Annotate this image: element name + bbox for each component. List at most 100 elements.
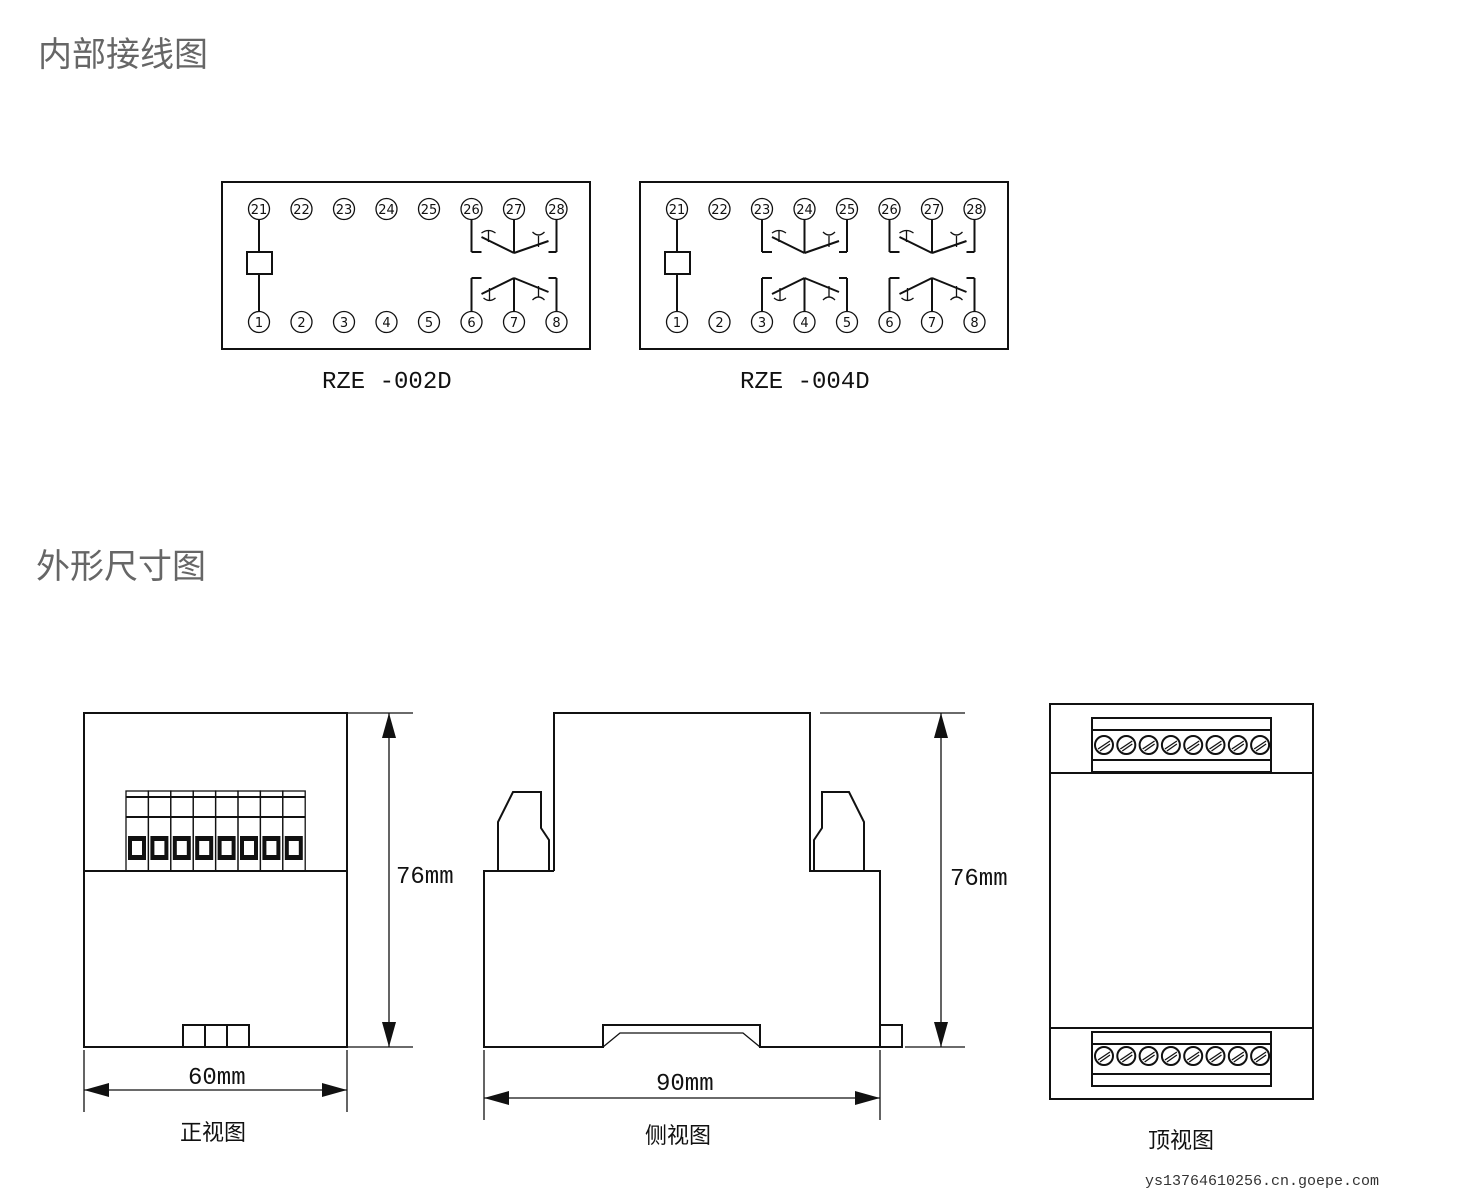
pin-label-6: 6 bbox=[885, 316, 893, 331]
front-view: 76mm 60mm 正视图 bbox=[83, 712, 454, 1146]
screw-slot bbox=[1231, 1051, 1245, 1063]
terminal-window bbox=[132, 841, 142, 855]
coil-icon bbox=[246, 251, 273, 275]
switch-blade bbox=[771, 277, 805, 295]
front-terminal bbox=[237, 790, 262, 872]
terminal-window bbox=[199, 841, 210, 855]
screw-slot bbox=[1231, 740, 1245, 752]
pin-circle bbox=[545, 197, 568, 221]
wiring-section-title: 内部接线图 bbox=[38, 35, 208, 75]
strip-frame bbox=[1091, 717, 1272, 773]
pin-label-8: 8 bbox=[970, 316, 978, 331]
pin-circle bbox=[793, 197, 816, 221]
pin-label-28: 28 bbox=[966, 203, 983, 218]
terminal-window bbox=[244, 841, 254, 855]
front-terminal bbox=[282, 790, 306, 872]
front-bottom-tab bbox=[182, 1024, 250, 1048]
contact-symbol bbox=[950, 286, 963, 301]
pin-circle bbox=[417, 310, 441, 334]
switch-blade bbox=[771, 236, 805, 254]
switch-blade bbox=[931, 277, 967, 293]
pin-circle bbox=[247, 310, 271, 334]
pin-label-23: 23 bbox=[754, 203, 771, 218]
pin-circle bbox=[417, 197, 441, 221]
pin-label-26: 26 bbox=[881, 203, 898, 218]
left-clip bbox=[497, 791, 550, 871]
pin-label-3: 3 bbox=[340, 316, 348, 331]
side-height-label: 76mm bbox=[950, 866, 1008, 893]
pin-label-22: 22 bbox=[711, 203, 728, 218]
screw-slot bbox=[1119, 1051, 1133, 1063]
side-width-dimension bbox=[483, 1050, 881, 1120]
contact-symbol bbox=[773, 288, 787, 302]
front-terminal bbox=[125, 790, 150, 872]
terminal-strip-1 bbox=[1091, 717, 1272, 773]
pin-circle bbox=[502, 197, 526, 221]
pin-label-23: 23 bbox=[336, 203, 353, 218]
screw-slot bbox=[1253, 1051, 1267, 1063]
switch-blade bbox=[513, 240, 549, 254]
coil-icon bbox=[664, 251, 691, 275]
screw-icon bbox=[1205, 735, 1226, 755]
screw-slot bbox=[1164, 1051, 1178, 1063]
front-view-caption: 正视图 bbox=[180, 1121, 246, 1146]
screw-icon bbox=[1227, 735, 1248, 755]
pin-circle bbox=[332, 310, 356, 334]
screw-slot bbox=[1186, 1051, 1200, 1063]
screw-icon bbox=[1250, 735, 1271, 755]
screw-slot bbox=[1186, 740, 1200, 752]
pin-label-1: 1 bbox=[255, 316, 263, 331]
pin-circle bbox=[835, 310, 859, 334]
pin-label-27: 27 bbox=[506, 203, 523, 218]
pin-circle bbox=[920, 310, 944, 334]
screw-slot bbox=[1164, 740, 1178, 752]
pin-circle bbox=[460, 197, 483, 221]
screw-icon bbox=[1183, 735, 1204, 755]
pin-circle bbox=[332, 197, 356, 221]
pin-circle bbox=[963, 310, 986, 334]
pin-circle bbox=[750, 197, 774, 221]
switch-blade bbox=[481, 277, 515, 295]
strip-frame bbox=[1091, 1031, 1272, 1087]
pin-circle bbox=[247, 197, 271, 221]
pin-label-21: 21 bbox=[251, 203, 268, 218]
terminal-window bbox=[266, 841, 277, 855]
screw-icon bbox=[1138, 1046, 1159, 1066]
screw-slot bbox=[1097, 1051, 1111, 1063]
pin-circle bbox=[708, 197, 731, 221]
contact-symbol bbox=[532, 286, 545, 301]
contact-symbol bbox=[481, 229, 496, 242]
pin-circle bbox=[750, 310, 774, 334]
pin-circle bbox=[665, 310, 689, 334]
pin-label-5: 5 bbox=[425, 316, 433, 331]
screw-icon bbox=[1160, 735, 1181, 755]
pin-label-2: 2 bbox=[297, 316, 305, 331]
screw-slot bbox=[1142, 740, 1155, 752]
top-view-caption: 顶视图 bbox=[1148, 1129, 1214, 1154]
screw-icon bbox=[1250, 1046, 1271, 1066]
contact-symbol bbox=[532, 231, 545, 247]
switch-blade bbox=[804, 277, 840, 293]
switch-blade bbox=[899, 277, 933, 295]
front-width-label: 60mm bbox=[188, 1065, 246, 1092]
pin-label-6: 6 bbox=[467, 316, 475, 331]
pin-circle bbox=[545, 310, 568, 334]
top-view-body bbox=[1049, 703, 1314, 1100]
terminal-strip-2 bbox=[1091, 1031, 1272, 1087]
terminal-window bbox=[154, 841, 165, 855]
front-width-dimension bbox=[83, 1050, 348, 1112]
outline-section-title: 外形尺寸图 bbox=[36, 547, 206, 587]
side-width-label: 90mm bbox=[656, 1071, 714, 1098]
screw-icon bbox=[1205, 1046, 1226, 1066]
side-view: 76mm 90mm 侧视图 bbox=[483, 712, 1008, 1149]
terminal-window bbox=[288, 841, 299, 855]
terminal-window bbox=[221, 841, 232, 855]
pin-label-28: 28 bbox=[548, 203, 565, 218]
top-view: 顶视图 bbox=[1049, 703, 1314, 1154]
pin-circle bbox=[708, 310, 731, 334]
pin-circle bbox=[290, 197, 313, 221]
front-terminal bbox=[170, 790, 194, 872]
